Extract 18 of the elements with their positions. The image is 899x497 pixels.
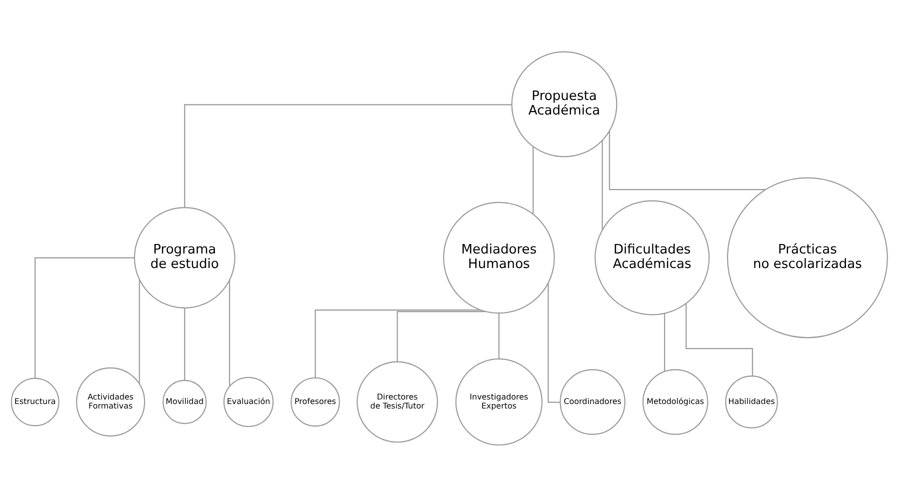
connector — [138, 280, 140, 384]
connector — [608, 130, 766, 190]
connector — [314, 310, 481, 378]
connector — [34, 257, 134, 378]
connector — [184, 104, 512, 208]
connector — [532, 146, 534, 214]
node-circle: Programa de estudio — [134, 207, 236, 308]
node-circle: Mediadores Humanos — [443, 202, 555, 314]
connector — [184, 308, 186, 380]
connector — [228, 280, 230, 387]
connector — [664, 314, 666, 372]
connector — [602, 140, 603, 230]
node-circle: Prácticas no escolarizadas — [726, 177, 888, 338]
connector — [498, 313, 500, 359]
connector — [396, 310, 486, 362]
connector — [686, 304, 754, 376]
node-circle: Dificultades Académicas — [594, 200, 710, 316]
node-circle: Propuesta Académica — [511, 51, 618, 158]
